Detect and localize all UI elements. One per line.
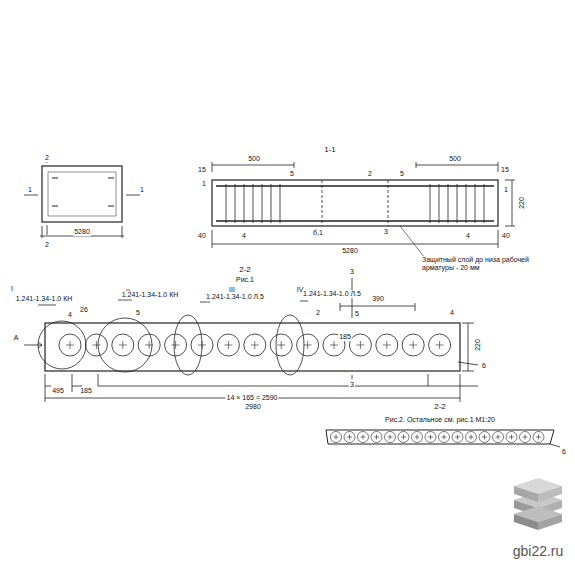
drawing-label: 6 — [481, 362, 487, 370]
drawing-label: 3 — [383, 228, 389, 236]
drawing-label: 495 — [51, 387, 65, 395]
drawing-label: Защитный слой до низа рабочей арматуры -… — [421, 256, 549, 271]
drawing-label: 2 — [44, 241, 50, 249]
drawing-label: 4 — [241, 232, 247, 240]
drawing-label: 1 — [27, 186, 33, 194]
drawing-label: 2 — [44, 154, 50, 162]
drawing-label: 3 — [349, 268, 355, 276]
drawing-label: 2 — [367, 170, 373, 178]
drawing-label: 5 — [354, 310, 360, 318]
drawing-label: 3 — [349, 381, 355, 389]
drawing-label: 390 — [371, 295, 385, 303]
drawing-label: 5 — [399, 170, 405, 178]
drawing-label: Рис.1 — [235, 276, 255, 284]
drawing-label: 1.241-1.34-1.0 КН — [121, 291, 180, 299]
drawing-label: 1.241-1.34-1.0 Л.5 — [302, 290, 362, 298]
drawing-label: 1 — [201, 180, 207, 188]
drawing-label: 5280 — [341, 247, 359, 255]
drawing-label: 14 × 165 = 2590 — [226, 394, 279, 402]
drawing-label: 26 — [79, 306, 89, 314]
drawing-label: 6 — [561, 448, 567, 456]
watermark: gbi22.ru — [512, 544, 565, 559]
drawing-label: 4 — [449, 309, 455, 317]
drawing-label: 4 — [465, 232, 471, 240]
drawing-label: 2980 — [244, 403, 262, 411]
drawing-label: А — [13, 334, 20, 342]
drawing-label: 185 — [79, 387, 93, 395]
drawing-label: I — [10, 285, 14, 293]
drawing-label: 1 — [139, 186, 145, 194]
drawing-label: 1.241-1.34-1.0 Л.5 — [205, 293, 265, 301]
drawing-label: 15 — [197, 166, 207, 174]
drawing-label: 500 — [247, 155, 261, 163]
drawing-label: 2-2 — [433, 403, 447, 412]
drawing-label: 5280 — [73, 228, 91, 236]
drawing-label: 2 — [315, 309, 321, 317]
drawing-label: 5 — [289, 170, 295, 178]
drawing-label: 220 — [518, 196, 526, 210]
drawing-label: 1 — [503, 186, 509, 194]
drawing-label: Рис.2. Остальное см. рис.1 М1:20 — [384, 416, 496, 424]
drawing-label: 500 — [448, 155, 462, 163]
drawing-label: 5 — [135, 309, 141, 317]
drawing-label: 1.241-1.34-1.0 КН — [15, 295, 74, 303]
drawing-label: 220 — [474, 338, 482, 352]
drawing-label: 4 — [67, 311, 73, 319]
drawing-label: 185 — [338, 333, 352, 341]
drawing-label: 1-1 — [323, 146, 337, 155]
drawing-label: 15 — [500, 166, 510, 174]
drawing-label: 40 — [501, 232, 511, 240]
drawing-label: 2-2 — [238, 266, 252, 275]
drawing-label: 40 — [197, 232, 207, 240]
drawing-label: б,1 — [312, 229, 324, 237]
